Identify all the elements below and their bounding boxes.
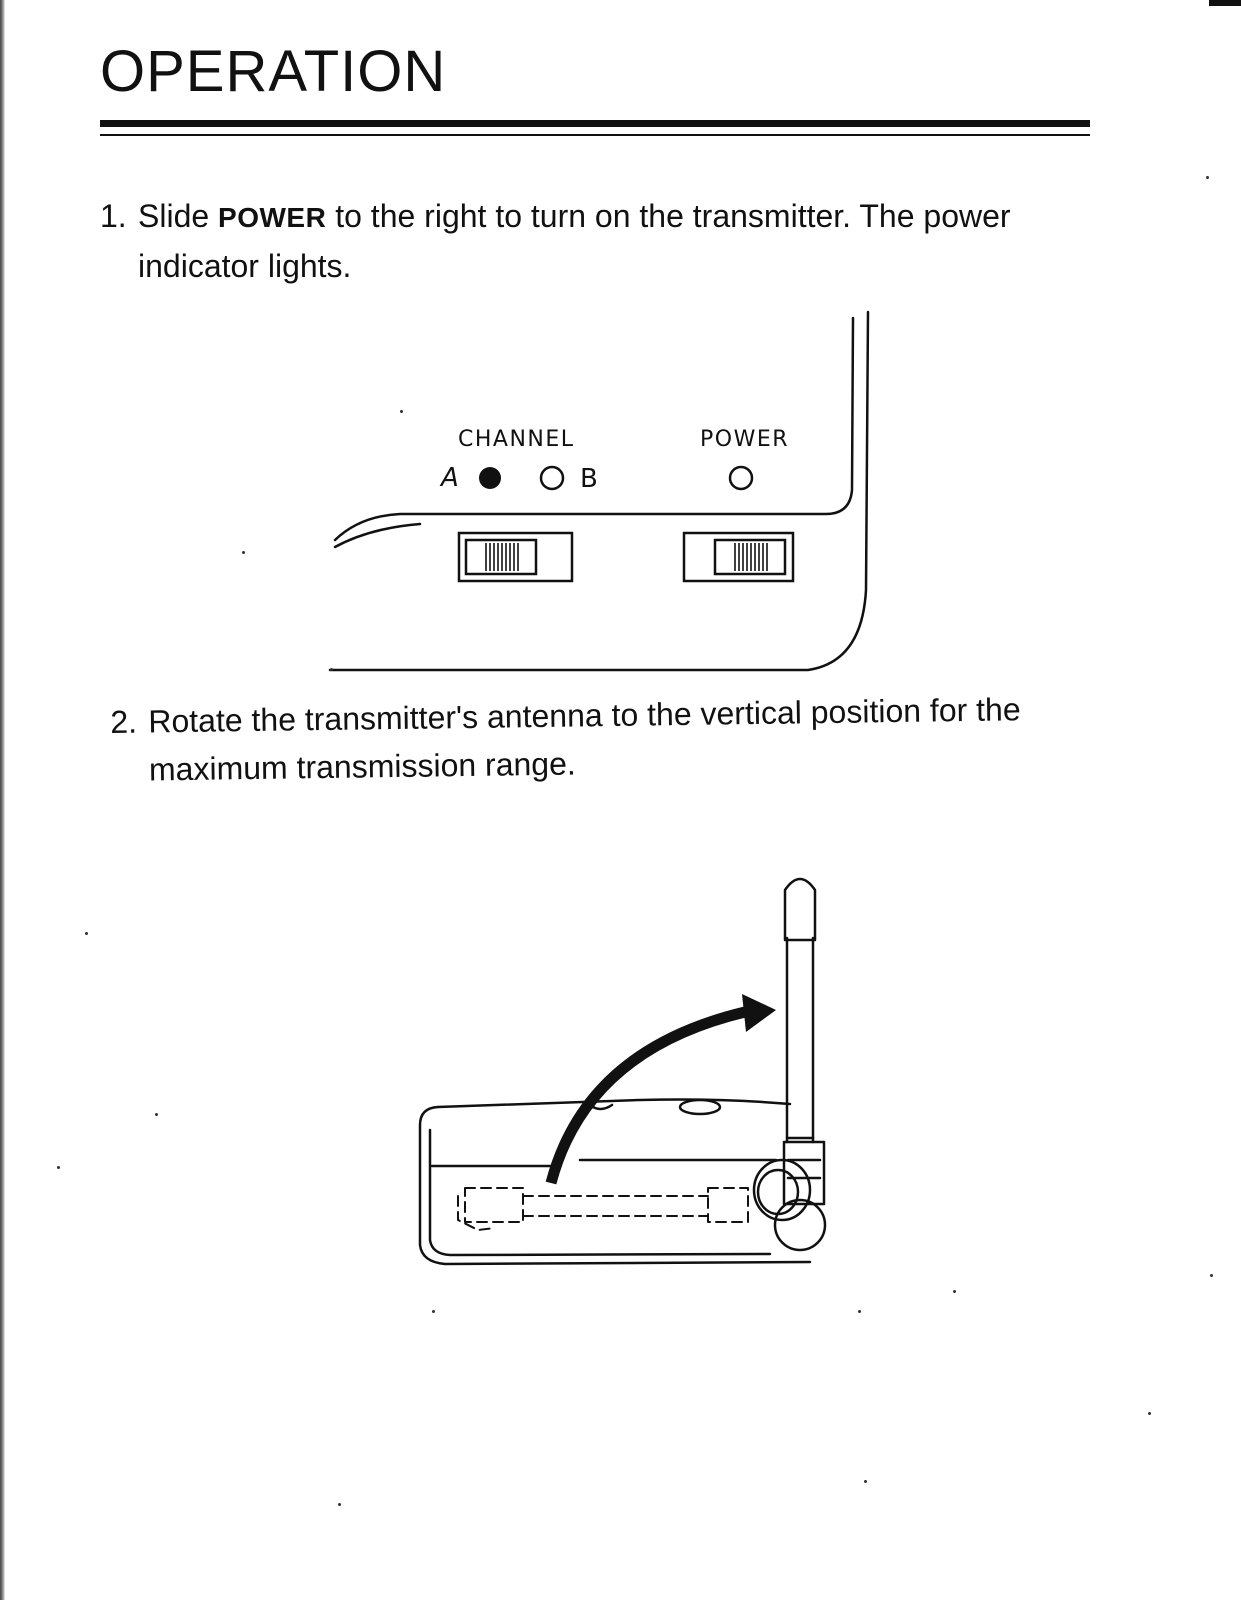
antenna-pivot-knob — [773, 1198, 827, 1252]
channel-switch-knob — [485, 543, 519, 571]
channel-a-label: A — [439, 463, 459, 493]
battery-clip — [457, 1195, 496, 1231]
step-1-text-after: to the right to turn on the transmitter.… — [138, 198, 1011, 284]
transmitter-body-inner — [428, 1128, 772, 1257]
scan-speck — [432, 1310, 435, 1313]
scan-speck — [864, 1480, 867, 1483]
scan-speck — [1148, 1412, 1151, 1415]
scan-left-edge — [0, 0, 5, 1600]
case-outline-lip — [333, 522, 422, 549]
channel-switch-inner — [464, 538, 538, 576]
scan-speck — [242, 551, 245, 554]
rotation-arrowhead-icon — [742, 994, 776, 1032]
battery-compartment-right — [707, 1187, 749, 1223]
step-1: 1. Slide POWER to the right to turn on t… — [100, 192, 1110, 290]
scan-speck — [330, 668, 333, 671]
step-1-number: 1. — [100, 198, 127, 234]
title-rule-thin — [100, 134, 1090, 136]
step-1-text-before: Slide — [138, 198, 219, 234]
antenna-base — [782, 1140, 826, 1206]
transmitter-body-top — [436, 1098, 792, 1109]
channel-b-indicator — [539, 465, 565, 491]
scan-corner-mark — [1209, 0, 1241, 6]
scan-speck — [1210, 1274, 1213, 1277]
case-outline-outer — [328, 310, 870, 672]
top-button — [678, 1098, 722, 1116]
battery-compartment-left — [464, 1187, 524, 1223]
scan-speck — [1206, 176, 1209, 179]
power-switch-inner — [713, 538, 787, 576]
rotation-arrow-icon — [545, 1006, 747, 1185]
scan-speck — [338, 1503, 341, 1506]
antenna-shaft — [785, 936, 815, 1144]
scan-speck — [85, 932, 88, 935]
antenna-tip — [783, 877, 817, 942]
antenna-hinge-ring — [752, 1158, 812, 1222]
transmitter-body — [418, 1105, 812, 1266]
title-rule-thick — [100, 120, 1090, 127]
power-switch-frame — [682, 531, 795, 583]
channel-a-indicator — [479, 467, 501, 489]
step-1-keyword: POWER — [218, 202, 327, 233]
channel-switch-frame — [457, 531, 574, 583]
step-1-text: Slide POWER to the right to turn on the … — [138, 192, 1110, 290]
case-outline-inner — [333, 316, 855, 542]
power-switch-knob — [734, 543, 768, 571]
power-indicator — [728, 465, 754, 491]
scan-speck — [953, 1290, 956, 1293]
channel-label: CHANNEL — [458, 427, 575, 452]
scan-speck — [155, 1113, 158, 1116]
page-title: OPERATION — [100, 39, 447, 104]
channel-b-label: B — [580, 464, 598, 494]
scan-speck — [400, 410, 403, 413]
antenna-hinge-ring-2 — [756, 1168, 800, 1216]
scan-speck — [57, 1166, 60, 1169]
power-label: POWER — [700, 427, 789, 452]
scan-speck — [858, 1310, 861, 1313]
